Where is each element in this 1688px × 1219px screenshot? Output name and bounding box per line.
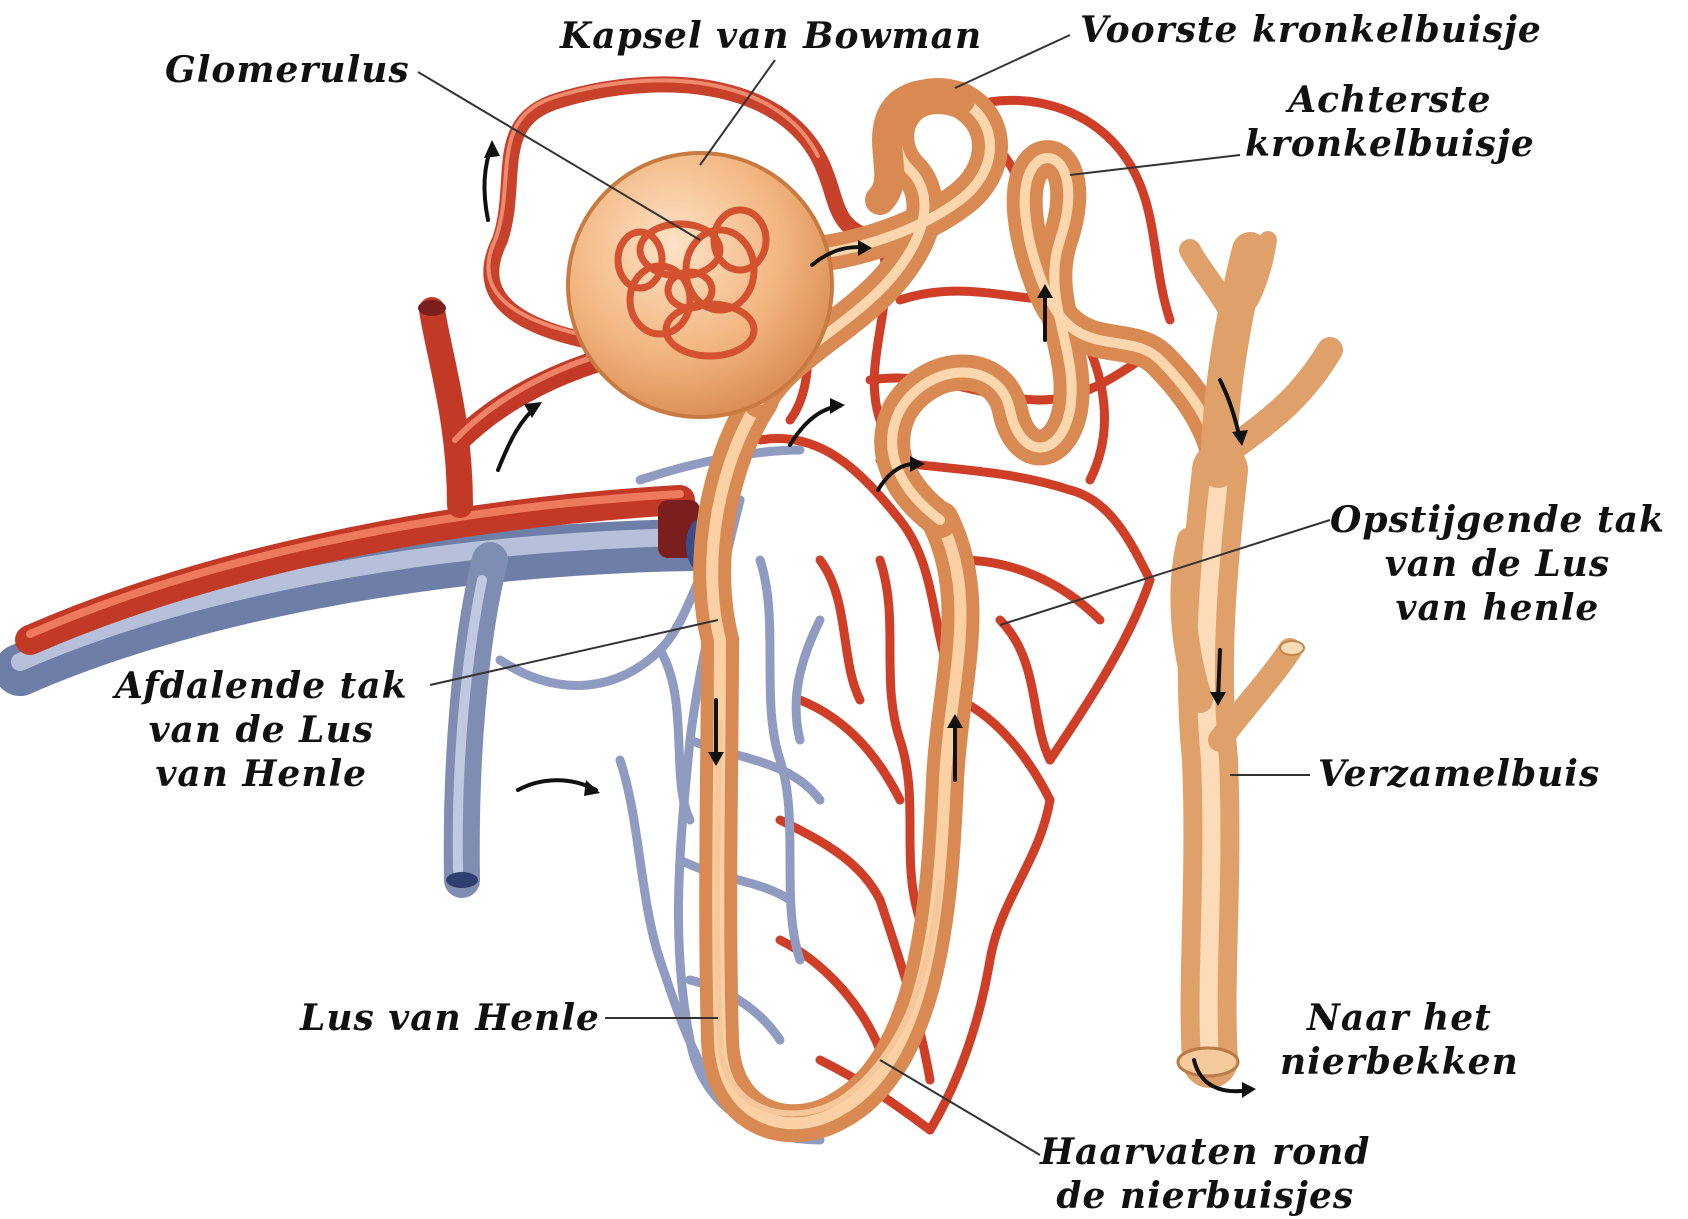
label-afdalende-tak: Afdalende tak van de Lus van Henle — [115, 664, 408, 796]
label-glomerulus: Glomerulus — [165, 48, 410, 92]
bowmans-capsule — [568, 153, 832, 417]
label-opstijgende-tak: Opstijgende tak van de Lus van henle — [1330, 498, 1665, 630]
duct-cross-section — [1178, 1048, 1238, 1076]
label-kapsel-van-bowman: Kapsel van Bowman — [560, 14, 982, 58]
label-achterste-kronkelbuisje: Achterste kronkelbuisje — [1245, 78, 1535, 166]
afferent-arteriole — [432, 310, 460, 505]
label-voorste-kronkelbuisje: Voorste kronkelbuisje — [1080, 8, 1542, 52]
label-naar-het-nierbekken: Naar het nierbekken — [1280, 996, 1519, 1084]
label-haarvaten: Haarvaten rond de nierbuisjes — [1040, 1130, 1370, 1218]
label-lus-van-henle: Lus van Henle — [300, 996, 600, 1040]
label-verzamelbuis: Verzamelbuis — [1318, 752, 1600, 796]
